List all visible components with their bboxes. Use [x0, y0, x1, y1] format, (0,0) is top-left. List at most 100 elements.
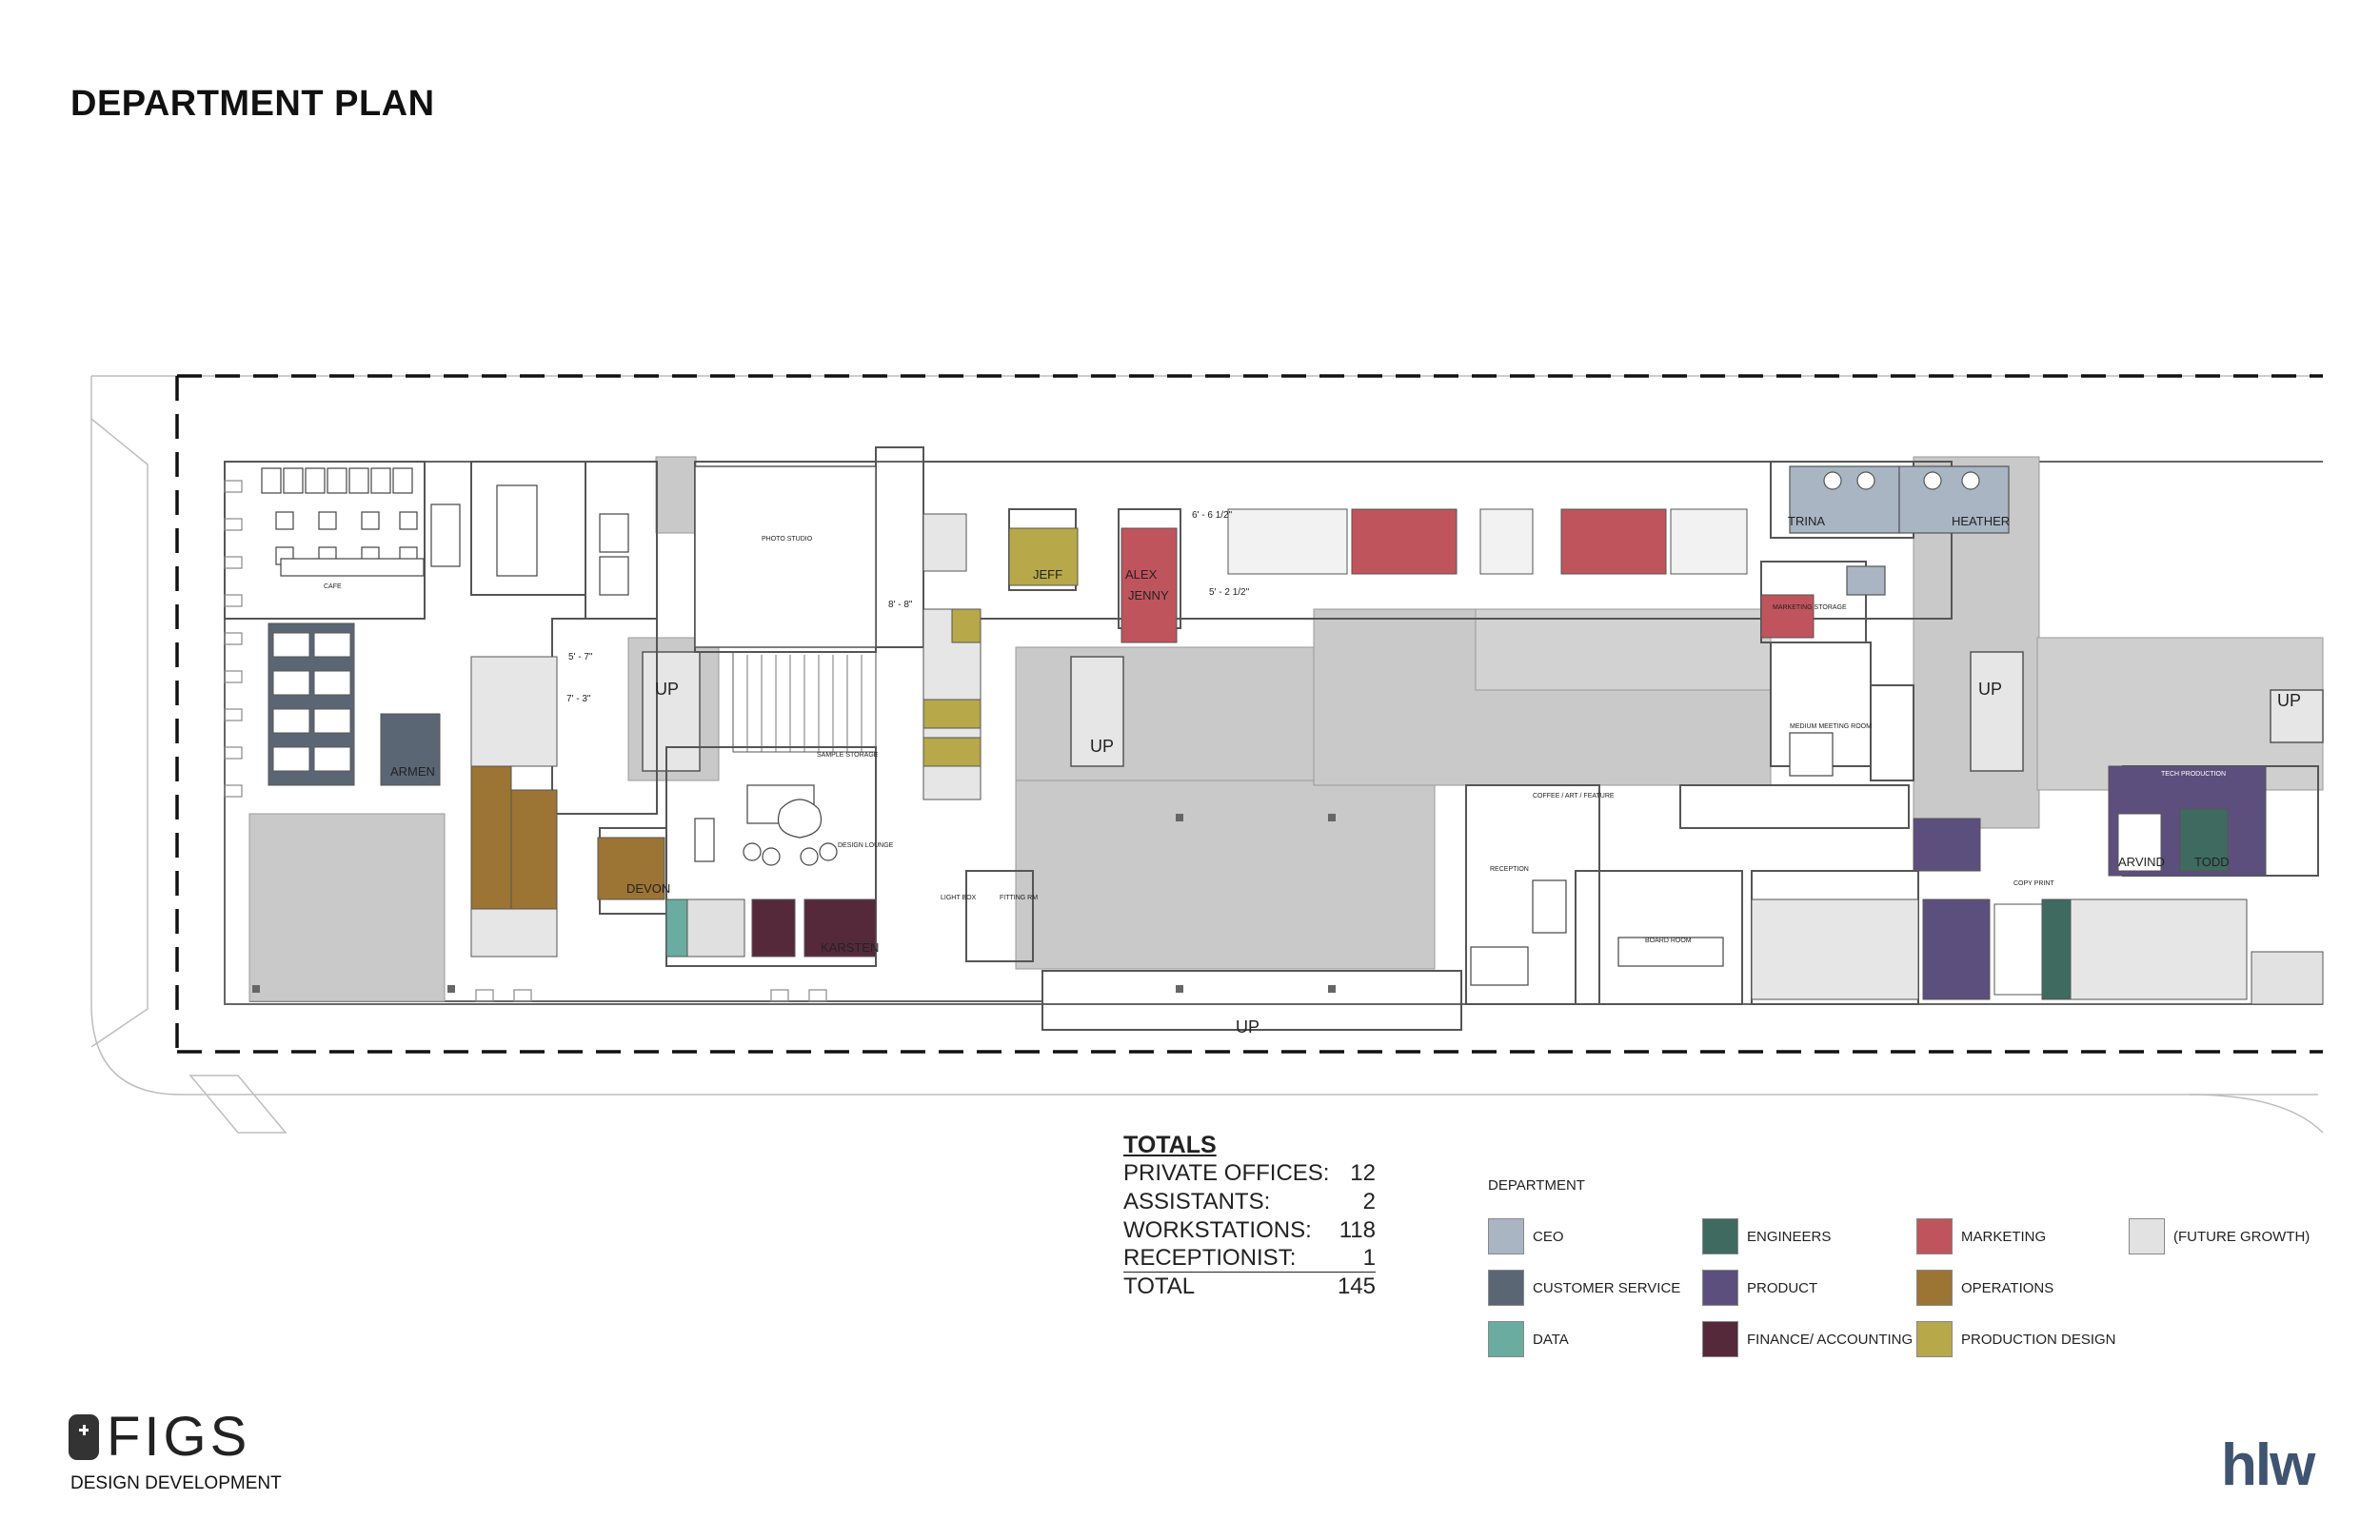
occupant-names: ARMEN DEVON KARSTEN JEFF ALEX JENNY TRIN…	[390, 514, 2230, 955]
totals-row: PRIVATE OFFICES: 12	[1123, 1159, 1376, 1188]
drawing-phase-subtitle: DESIGN DEVELOPMENT	[70, 1473, 282, 1493]
totals-title: TOTALS	[1123, 1132, 1217, 1158]
workstations-east	[1751, 898, 2324, 1005]
coffee-feature-label: COFFEE / ART / FEATURE	[1533, 793, 1615, 800]
cafe-label: CAFE	[324, 583, 342, 590]
up-label-5: UP	[1236, 1017, 1259, 1037]
totals-row: ASSISTANTS: 2	[1123, 1188, 1376, 1216]
legend-item: FINANCE/ ACCOUNTING	[1702, 1321, 1913, 1357]
legend-swatch	[1702, 1218, 1738, 1254]
photo-studio-label: PHOTO STUDIO	[762, 536, 813, 543]
legend-item: DATA	[1488, 1321, 1569, 1357]
legend-item: (FUTURE GROWTH)	[2129, 1218, 2310, 1254]
totals-row-value: 118	[1339, 1217, 1376, 1243]
dim-label-4: 5' - 2 1/2"	[1209, 587, 1250, 598]
legend-item: ENGINEERS	[1702, 1218, 1831, 1254]
department-legend: DEPARTMENT CEO CUSTOMER SERVICE DATA ENG…	[1488, 1177, 2326, 1368]
tech-production-zone	[1913, 765, 2267, 877]
legend-label: CEO	[1533, 1228, 1564, 1245]
totals-row-label: PRIVATE OFFICES:	[1123, 1160, 1330, 1186]
up-label-4: UP	[2277, 691, 2301, 710]
legend-label: CUSTOMER SERVICE	[1533, 1279, 1681, 1296]
figs-plus-icon	[69, 1414, 99, 1460]
workstations-north	[1227, 508, 1748, 575]
name-heather: HEATHER	[1952, 514, 2010, 528]
totals-row-label: ASSISTANTS:	[1123, 1189, 1271, 1214]
plan-labels: UP UP UP UP UP CAFE PHOTO STUDIO SAMPLE …	[324, 510, 2301, 1037]
sample-storage-label: SAMPLE STORAGE	[817, 752, 879, 759]
design-lounge-label: DESIGN LOUNGE	[838, 842, 894, 849]
legend-swatch	[1916, 1321, 1953, 1357]
legend-swatch	[1916, 1270, 1953, 1306]
legend-title: DEPARTMENT	[1488, 1177, 1585, 1194]
totals-row-label: WORKSTATIONS:	[1123, 1217, 1312, 1243]
workstations-left	[470, 656, 558, 958]
name-alex: ALEX	[1125, 567, 1158, 582]
legend-item: OPERATIONS	[1916, 1270, 2053, 1306]
legend-swatch	[1916, 1218, 1953, 1254]
legend-label: OPERATIONS	[1961, 1279, 2054, 1296]
marketing-storage-label: MARKETING STORAGE	[1773, 604, 1847, 611]
legend-label: PRODUCTION DESIGN	[1961, 1331, 2116, 1348]
legend-item: PRODUCTION DESIGN	[1916, 1321, 2116, 1357]
reception-label: RECEPTION	[1490, 866, 1529, 873]
ceo-zone	[1789, 465, 2010, 596]
tech-production-label: TECH PRODUCTION	[2161, 771, 2226, 778]
totals-table: TOTALS PRIVATE OFFICES: 12 ASSISTANTS: 2…	[1123, 1131, 1376, 1301]
legend-label: ENGINEERS	[1747, 1228, 1832, 1245]
board-room-label: BOARD ROOM	[1645, 938, 1692, 944]
production-design-zone	[922, 513, 1079, 800]
legend-item: CEO	[1488, 1218, 1564, 1254]
stair-cores	[642, 651, 2324, 772]
legend-item: MARKETING	[1916, 1218, 2046, 1254]
design-lounge-furniture	[694, 784, 838, 866]
totals-row-value: 12	[1350, 1160, 1376, 1186]
totals-row-value: 2	[1362, 1189, 1376, 1214]
light-box-label: LIGHT BOX	[941, 895, 977, 901]
up-label-3: UP	[1978, 680, 2002, 699]
hlw-logo: hlw	[2221, 1432, 2315, 1498]
page-title: DEPARTMENT PLAN	[70, 84, 435, 124]
legend-label: MARKETING	[1961, 1228, 2047, 1245]
totals-row-label: TOTAL	[1123, 1273, 1196, 1299]
legend-label: FINANCE/ ACCOUNTING	[1747, 1331, 1914, 1348]
legend-swatch	[1488, 1218, 1524, 1254]
dim-label-1: 8' - 8"	[888, 600, 913, 610]
name-armen: ARMEN	[390, 764, 435, 779]
up-label-2: UP	[1090, 737, 1114, 756]
figs-logo: FIGS	[69, 1410, 250, 1465]
legend-item: PRODUCT	[1702, 1270, 1817, 1306]
up-label-1: UP	[655, 680, 679, 699]
legend-swatch	[1488, 1321, 1524, 1357]
windows	[224, 480, 827, 1002]
stair-treads	[732, 651, 877, 753]
legend-item: CUSTOMER SERVICE	[1488, 1270, 1680, 1306]
legend-label: PRODUCT	[1747, 1279, 1818, 1296]
medium-meeting-label: MEDIUM MEETING ROOM	[1790, 723, 1872, 730]
board-room-furniture	[1470, 732, 1834, 986]
customer-service-zone	[268, 622, 441, 786]
fitting-rm-label: FITTING RM	[1000, 895, 1038, 901]
name-devon: DEVON	[626, 881, 670, 896]
legend-label: DATA	[1533, 1331, 1569, 1348]
photo-studio	[694, 465, 877, 648]
totals-row-value: 1	[1362, 1245, 1376, 1271]
name-trina: TRINA	[1788, 514, 1825, 528]
legend-swatch	[1702, 1270, 1738, 1306]
name-jeff: JEFF	[1033, 567, 1062, 582]
columns	[252, 814, 1336, 993]
totals-row-total: TOTAL 145	[1123, 1273, 1376, 1301]
marketing-zone	[1121, 508, 1815, 643]
totals-row-value: 145	[1337, 1273, 1376, 1299]
dim-label-2: 5' - 7"	[568, 652, 593, 662]
totals-row: WORKSTATIONS: 118	[1123, 1216, 1376, 1245]
totals-row-label: RECEPTIONIST:	[1123, 1245, 1297, 1271]
dim-label-5: 6' - 6 1/2"	[1192, 510, 1233, 521]
building-outline	[175, 374, 2323, 1054]
legend-swatch	[1488, 1270, 1524, 1306]
legend-swatch	[2129, 1218, 2165, 1254]
name-todd: TODD	[2194, 855, 2230, 869]
finance-data-zone	[665, 898, 877, 958]
totals-row: RECEPTIONIST: 1	[1123, 1245, 1376, 1273]
